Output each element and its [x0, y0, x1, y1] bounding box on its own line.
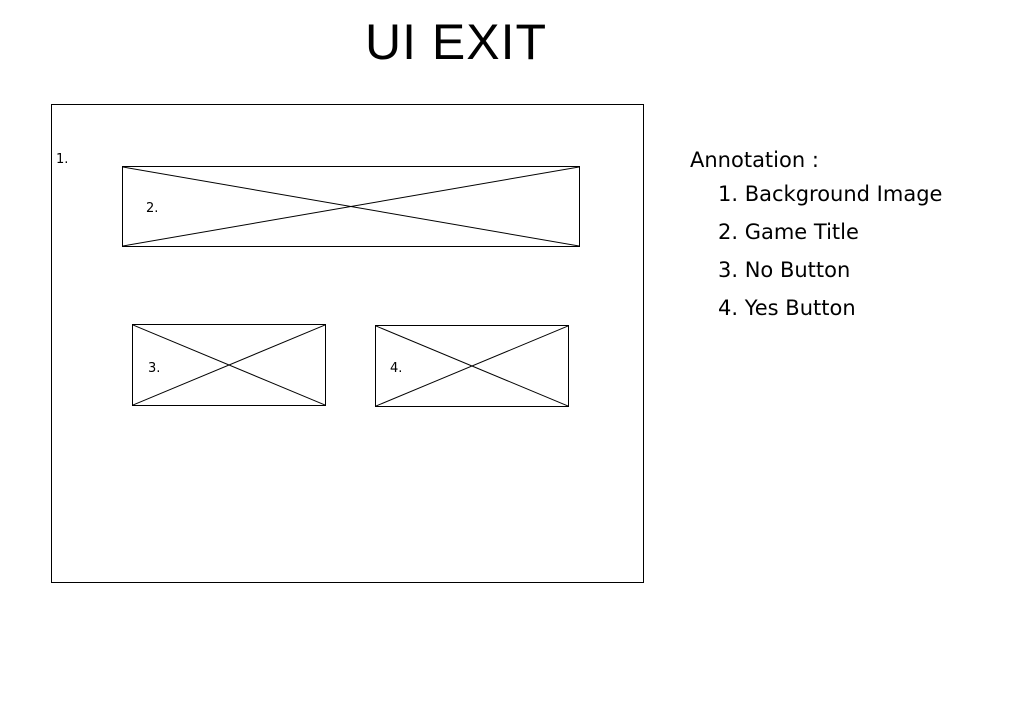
image-placeholder-cross-icon [123, 167, 579, 246]
game-title-marker: 2. [146, 201, 159, 216]
no-button-placeholder: 3. [132, 324, 326, 406]
annotation-item-yes-button: 4. Yes Button [718, 296, 856, 320]
image-placeholder-cross-icon [133, 325, 325, 405]
page-title: UI EXIT [365, 14, 548, 70]
yes-button-placeholder: 4. [375, 325, 569, 407]
game-title-placeholder: 2. [122, 166, 580, 247]
annotation-list: 1. Background Image 2. Game Title 3. No … [690, 175, 1010, 327]
background-image-frame: 1. 2. 3. 4. [51, 104, 644, 583]
background-marker: 1. [56, 152, 69, 167]
annotation-item-no-button: 3. No Button [718, 258, 851, 282]
image-placeholder-cross-icon [376, 326, 568, 406]
annotation-item-game-title: 2. Game Title [718, 220, 859, 244]
annotation-heading: Annotation : [690, 148, 819, 172]
annotation-item-background: 1. Background Image [718, 182, 943, 206]
annotation-panel: Annotation : 1. Background Image 2. Game… [690, 145, 1010, 327]
yes-button-marker: 4. [390, 361, 403, 376]
no-button-marker: 3. [148, 361, 161, 376]
